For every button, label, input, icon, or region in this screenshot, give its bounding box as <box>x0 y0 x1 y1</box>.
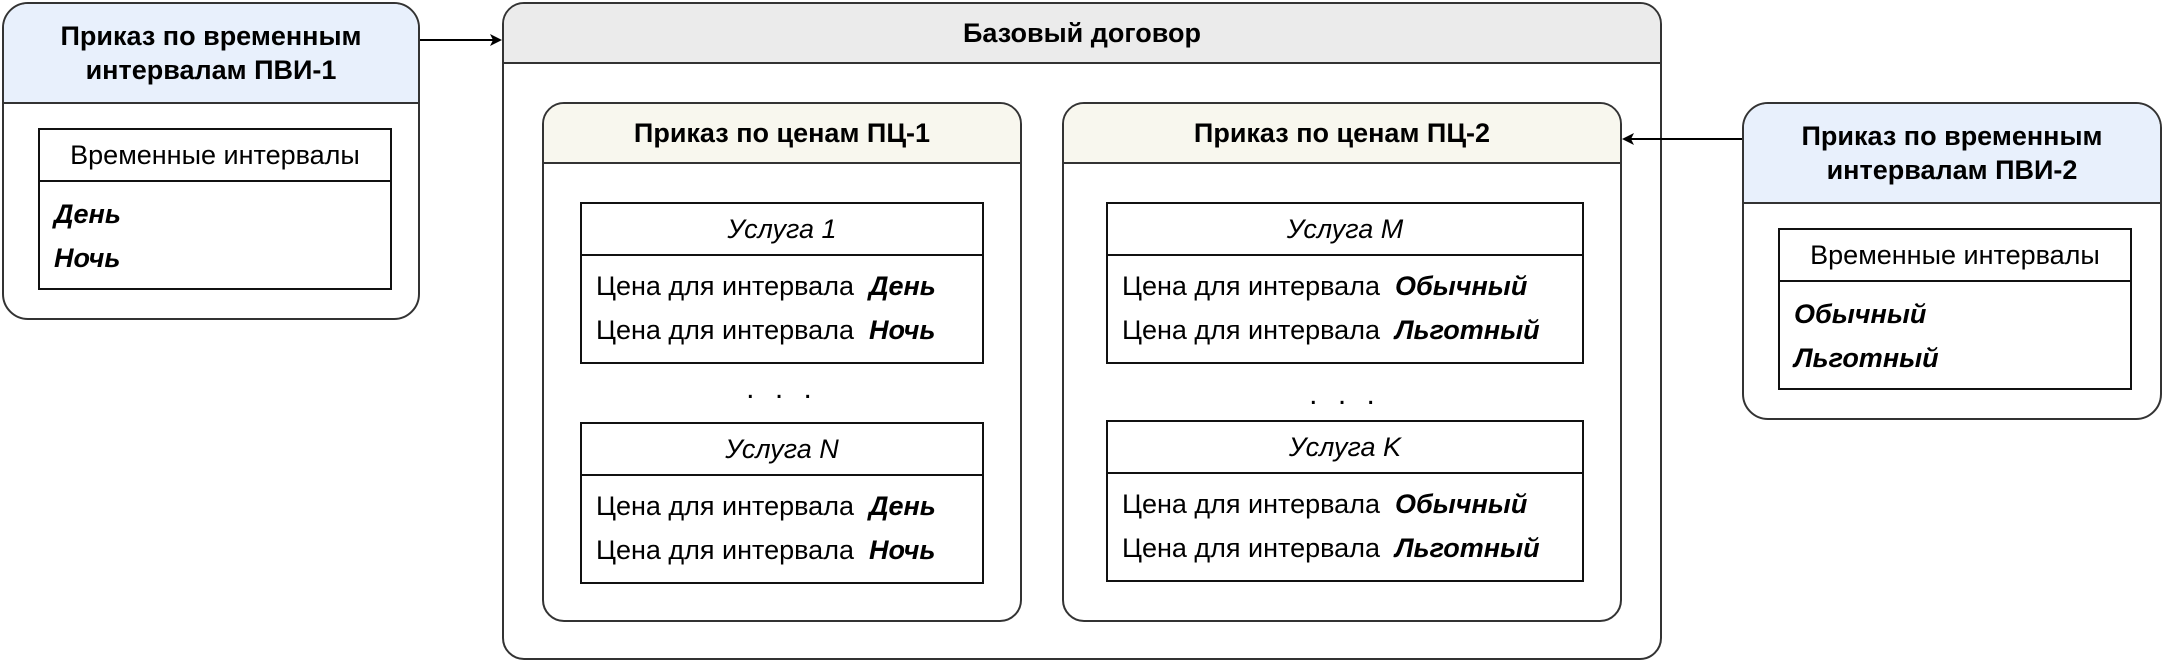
price-row: Цена для интервала Льготный <box>1122 315 1540 345</box>
time-intervals-order-pvi-1: Приказ по временным интервалам ПВИ-1 Вре… <box>2 2 420 320</box>
service-name: Услуга 1 <box>582 204 982 256</box>
interval-name: Обычный <box>1394 271 1528 301</box>
interval-name: День <box>868 491 936 521</box>
order-title: Приказ по временным интервалам ПВИ-1 <box>4 4 418 104</box>
price-row: Цена для интервала Ночь <box>596 315 936 345</box>
time-intervals-table: Временные интервалы День Ночь <box>38 128 392 290</box>
service-name: Услуга K <box>1108 422 1582 474</box>
price-row: Цена для интервала Обычный <box>1122 489 1528 519</box>
interval-name: Ночь <box>868 315 936 345</box>
time-intervals-order-pvi-2: Приказ по временным интервалам ПВИ-2 Вре… <box>1742 102 2162 420</box>
service-card: Услуга M Цена для интервала Обычный Цена… <box>1106 202 1584 364</box>
interval-item: Обычный <box>1794 299 1927 329</box>
interval-item: День <box>54 199 121 229</box>
interval-name: Обычный <box>1394 489 1528 519</box>
price-order-pc-1: Приказ по ценам ПЦ-1 Услуга 1 Цена для и… <box>542 102 1022 622</box>
price-row: Цена для интервала Ночь <box>596 535 936 565</box>
price-row: Цена для интервала Обычный <box>1122 271 1528 301</box>
price-row: Цена для интервала День <box>596 491 936 521</box>
ellipsis: . . . <box>1309 378 1381 411</box>
interval-name: Ночь <box>868 535 936 565</box>
price-order-pc-2: Приказ по ценам ПЦ-2 Услуга M Цена для и… <box>1062 102 1622 622</box>
table-header: Временные интервалы <box>40 130 390 182</box>
time-intervals-table: Временные интервалы Обычный Льготный <box>1778 228 2132 390</box>
price-row: Цена для интервала День <box>596 271 936 301</box>
service-name: Услуга M <box>1108 204 1582 256</box>
service-card: Услуга 1 Цена для интервала День Цена дл… <box>580 202 984 364</box>
base-contract-title: Базовый договор <box>504 4 1660 64</box>
interval-name: День <box>868 271 936 301</box>
interval-item: Ночь <box>54 243 121 273</box>
ellipsis: . . . <box>746 372 818 405</box>
price-order-title: Приказ по ценам ПЦ-1 <box>544 104 1020 164</box>
order-title: Приказ по временным интервалам ПВИ-2 <box>1744 104 2160 204</box>
service-name: Услуга N <box>582 424 982 476</box>
interval-item: Льготный <box>1794 343 1939 373</box>
service-card: Услуга N Цена для интервала День Цена дл… <box>580 422 984 584</box>
table-header: Временные интервалы <box>1780 230 2130 282</box>
price-row: Цена для интервала Льготный <box>1122 533 1540 563</box>
interval-name: Льготный <box>1394 315 1540 345</box>
price-order-title: Приказ по ценам ПЦ-2 <box>1064 104 1620 164</box>
interval-name: Льготный <box>1394 533 1540 563</box>
service-card: Услуга K Цена для интервала Обычный Цена… <box>1106 420 1584 582</box>
